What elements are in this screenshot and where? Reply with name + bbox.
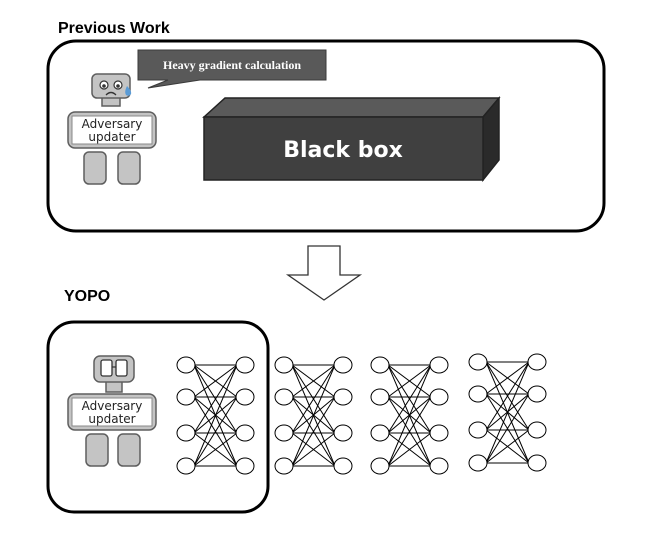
network-edge xyxy=(291,396,336,467)
down-arrow-icon xyxy=(285,245,363,301)
network-node xyxy=(333,424,353,442)
robot-sad-icon xyxy=(67,73,157,185)
network-node xyxy=(468,454,488,472)
network-layer-2 xyxy=(274,356,353,475)
network-node xyxy=(235,457,255,475)
network-layer-1 xyxy=(176,356,255,475)
network-node xyxy=(429,388,449,406)
network-node xyxy=(468,385,488,403)
network-node xyxy=(274,457,294,475)
network-node xyxy=(333,457,353,475)
network-node xyxy=(176,424,196,442)
network-node xyxy=(235,356,255,374)
speech-bubble-text: Heavy gradient calculation xyxy=(163,58,301,72)
network-edge xyxy=(193,432,238,467)
updater-label-line1: Adversary xyxy=(82,399,143,413)
network-node xyxy=(370,457,390,475)
network-node xyxy=(429,424,449,442)
network-node xyxy=(333,356,353,374)
updater-label-line2: updater xyxy=(88,130,135,144)
network-layer-4 xyxy=(468,353,547,472)
network-edge xyxy=(387,396,432,467)
network-node xyxy=(370,388,390,406)
tear-icon xyxy=(125,86,132,96)
network-edge xyxy=(193,364,238,467)
previous-work-panel xyxy=(46,39,606,233)
previous-work-title: Previous Work xyxy=(58,20,170,37)
network-node xyxy=(370,424,390,442)
network-edge xyxy=(387,364,432,434)
network-node xyxy=(370,356,390,374)
network-edge xyxy=(291,364,336,467)
black-box xyxy=(202,95,501,183)
neural-network-icon xyxy=(176,353,547,475)
network-edge xyxy=(485,361,530,464)
network-node xyxy=(274,388,294,406)
network-edge xyxy=(485,361,530,431)
network-node xyxy=(176,356,196,374)
updater-label-line2: updater xyxy=(88,412,135,426)
network-layer-3 xyxy=(370,356,449,475)
network-edge xyxy=(387,364,432,467)
network-node xyxy=(235,424,255,442)
network-node xyxy=(468,353,488,371)
network-node xyxy=(274,356,294,374)
network-edge xyxy=(291,364,336,434)
network-node xyxy=(429,356,449,374)
network-node xyxy=(527,353,547,371)
network-node xyxy=(527,385,547,403)
network-node xyxy=(527,421,547,439)
network-node xyxy=(176,457,196,475)
speech-bubble xyxy=(137,49,327,89)
network-node xyxy=(274,424,294,442)
network-edge xyxy=(387,432,432,467)
network-edge xyxy=(291,364,336,398)
network-node xyxy=(333,388,353,406)
updater-label-line1: Adversary xyxy=(82,117,143,131)
network-edge xyxy=(485,429,530,464)
network-edge xyxy=(485,393,530,464)
network-edge xyxy=(193,396,238,467)
network-node xyxy=(429,457,449,475)
black-box-label: Black box xyxy=(283,138,403,163)
yopo-panel xyxy=(46,320,270,514)
yopo-title: YOPO xyxy=(64,288,111,305)
network-node xyxy=(527,454,547,472)
network-node xyxy=(235,388,255,406)
network-edge xyxy=(193,364,238,398)
network-edge xyxy=(291,432,336,467)
network-edge xyxy=(193,364,238,434)
network-node xyxy=(176,388,196,406)
network-edge xyxy=(387,364,432,398)
robot-calm-icon xyxy=(67,355,157,467)
network-node xyxy=(468,421,488,439)
network-edge xyxy=(485,361,530,395)
